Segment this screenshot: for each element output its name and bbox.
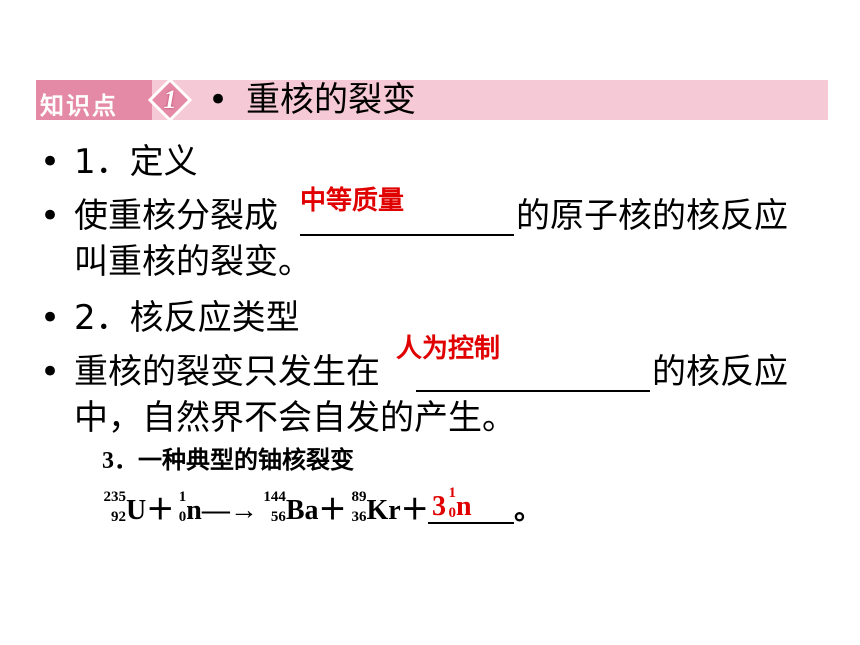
definition-text-before: 使重核分裂成: [74, 196, 278, 236]
reaction-text-line2: 中，自然界不会自发的产生。: [74, 398, 516, 438]
definition-text-line2: 叫重核的裂变。: [74, 242, 312, 282]
answer-text: 中等质量: [300, 186, 405, 216]
equation-end: 。: [514, 495, 543, 526]
definition-text-after: 的原子核的核反应: [516, 196, 788, 236]
reaction-text-after: 的核反应: [652, 352, 788, 392]
reaction-text-before: 重核的裂变只发生在: [74, 352, 380, 392]
fill-blank: [300, 234, 514, 236]
section-tag-label: 知识点: [40, 92, 118, 120]
item-definition-heading: 1．定义: [74, 142, 198, 182]
bullet-dot: •: [40, 196, 61, 236]
example-heading: 3．一种典型的铀核裂变: [102, 448, 354, 474]
section-number-badge: [148, 78, 192, 122]
section-title: 重核的裂变: [246, 80, 416, 120]
fill-blank: [416, 390, 650, 392]
title-bullet: •: [208, 80, 229, 120]
bullet-dot: •: [40, 352, 61, 392]
bullet-dot: •: [40, 142, 61, 182]
answer-text: 人为控制: [396, 334, 501, 364]
fill-blank: [428, 522, 514, 524]
bullet-dot: •: [40, 298, 61, 338]
section-tag: [36, 80, 152, 120]
section-number: 1: [163, 85, 177, 114]
item-reaction-type-heading: 2．核反应类型: [74, 298, 300, 338]
